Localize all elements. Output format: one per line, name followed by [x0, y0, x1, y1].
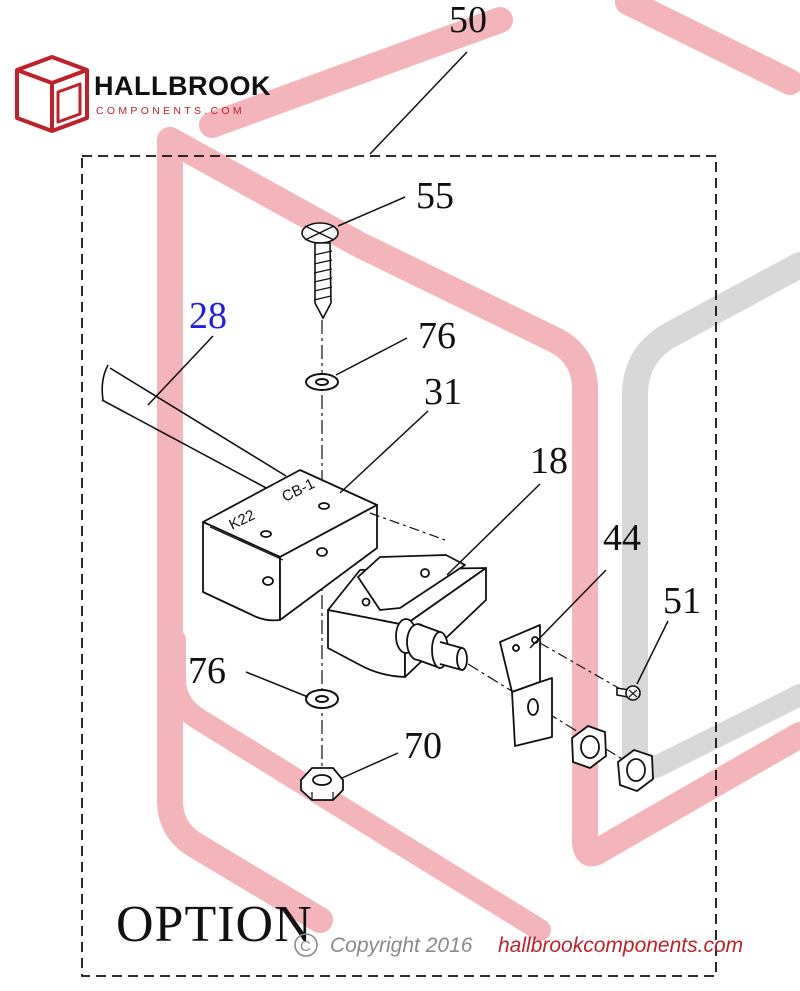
panel-nut-1	[571, 725, 607, 769]
panel-nut-2	[617, 749, 654, 792]
option-frame	[81, 155, 717, 977]
callout-28: 28	[189, 295, 227, 337]
brand-logo: HALLBROOK COMPONENTS.COM	[15, 55, 271, 133]
leader-18	[446, 483, 541, 576]
option-label: OPTION	[116, 896, 313, 953]
cover-31	[202, 469, 378, 622]
cube-icon	[15, 55, 89, 133]
axis-cover-switch	[369, 512, 446, 541]
washer-76-top	[305, 373, 339, 391]
leader-76-bottom	[245, 671, 309, 698]
washer-76-bottom	[305, 689, 339, 709]
callout-51: 51	[663, 580, 701, 622]
callout-18: 18	[530, 440, 568, 482]
switch-18	[327, 554, 487, 678]
leader-44	[529, 569, 607, 649]
bracket-44	[499, 624, 553, 747]
leader-51	[636, 620, 669, 685]
axis-51	[539, 642, 623, 691]
screw-51	[616, 685, 641, 701]
axis-plunger	[467, 663, 641, 771]
screw-55	[301, 222, 339, 320]
callout-55: 55	[416, 175, 454, 217]
callout-44: 44	[603, 517, 641, 559]
hex-nut-70	[300, 767, 344, 801]
callout-76-bottom: 76	[188, 650, 226, 692]
copyright-text: Copyright 2016	[330, 934, 473, 957]
brand-name: HALLBROOK	[94, 71, 271, 101]
copyright-notice: C Copyright 2016 hallbrookcomponents.com	[294, 933, 743, 957]
leader-28	[147, 335, 214, 406]
callout-76-top: 76	[418, 315, 456, 357]
copyright-symbol-letter: C	[300, 938, 311, 955]
cable-28	[101, 364, 287, 498]
callout-70: 70	[404, 725, 442, 767]
brand-tagline: COMPONENTS.COM	[96, 105, 245, 117]
callout-31: 31	[424, 371, 462, 413]
leader-55	[337, 196, 406, 227]
leader-76-top	[335, 337, 408, 376]
watermark	[157, 0, 800, 941]
leader-31	[339, 410, 429, 494]
callout-50: 50	[449, 0, 487, 41]
leader-50	[369, 51, 468, 155]
copyright-link[interactable]: hallbrookcomponents.com	[498, 934, 743, 957]
copyright-symbol-icon	[294, 933, 318, 957]
leader-70	[341, 752, 399, 779]
